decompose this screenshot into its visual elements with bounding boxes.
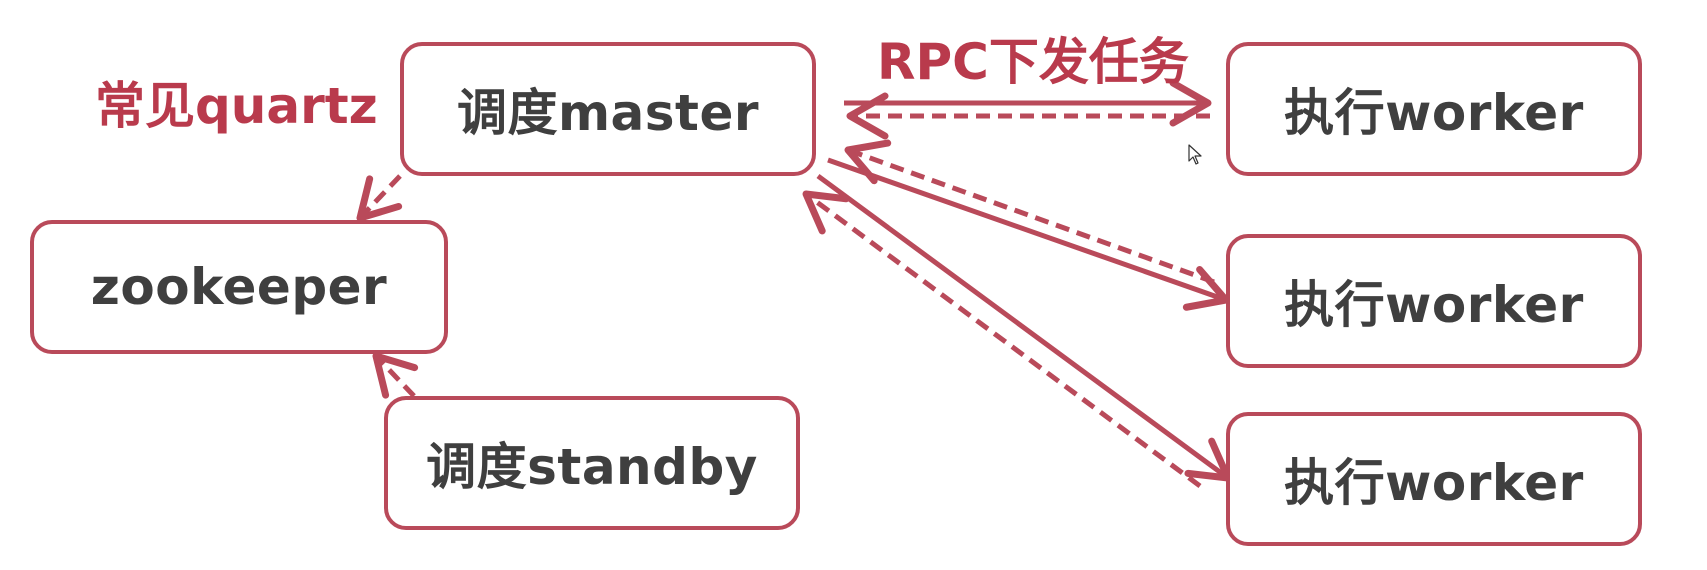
diagram-title: 常见quartz bbox=[95, 77, 378, 135]
node-worker-3: 执行worker bbox=[1226, 412, 1642, 546]
node-scheduler-standby: 调度standby bbox=[384, 396, 800, 530]
node-worker-1: 执行worker bbox=[1226, 42, 1642, 176]
node-worker-2: 执行worker bbox=[1226, 234, 1642, 368]
node-zookeeper: zookeeper bbox=[30, 220, 448, 354]
edge-worker2-master bbox=[844, 139, 1215, 285]
edge-standby-zookeeper bbox=[372, 352, 419, 399]
edge-worker3-master bbox=[802, 190, 1202, 489]
rpc-label: RPC下发任务 bbox=[877, 33, 1189, 91]
edge-master-worker3 bbox=[816, 173, 1232, 482]
node-scheduler-master: 调度master bbox=[400, 42, 816, 176]
mouse-cursor-icon bbox=[1188, 144, 1202, 165]
edge-master-zookeeper bbox=[356, 174, 403, 222]
edge-master-worker2 bbox=[827, 157, 1230, 311]
